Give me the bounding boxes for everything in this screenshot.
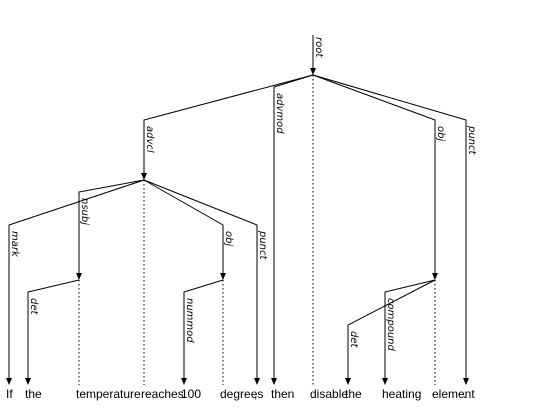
label-nsubj-2: nsubj <box>79 198 90 225</box>
arrow-advcl-3 <box>141 173 147 180</box>
label-obj-5: obj <box>223 231 234 246</box>
edge-advcl-3 <box>143 74 314 179</box>
arrow-punct-6 <box>254 378 260 385</box>
arrow-det-1 <box>25 378 31 385</box>
edge-obj-5 <box>143 179 224 279</box>
arrow-obj-5 <box>220 273 226 280</box>
token-6: , <box>254 387 257 401</box>
arrow-det-8 <box>345 378 351 385</box>
label-advmod-7: advmod <box>274 93 285 134</box>
root-arrow <box>310 68 316 75</box>
edge-punct-11 <box>312 74 467 384</box>
arrow-mark-0 <box>6 378 12 385</box>
token-0: If <box>6 387 13 401</box>
token-9: the <box>345 387 362 401</box>
edge-nummod-4 <box>183 279 224 384</box>
edge-nsubj-2 <box>78 179 145 279</box>
edge-det-1 <box>27 279 80 384</box>
edge-punct-6 <box>143 179 258 384</box>
arrow-nummod-4 <box>181 378 187 385</box>
arrow-nsubj-2 <box>76 273 82 280</box>
edge-det-8 <box>347 279 436 384</box>
edge-obj-10 <box>312 74 436 279</box>
label-nummod-4: nummod <box>184 298 195 343</box>
token-7: then <box>271 387 294 401</box>
label-det-8: det <box>348 331 359 349</box>
arrow-punct-11 <box>463 378 469 385</box>
token-11: element <box>432 387 475 401</box>
edge-mark-0 <box>8 179 145 384</box>
token-4: 100 <box>181 387 201 401</box>
label-mark-0: mark <box>9 231 20 258</box>
token-10: heating <box>382 387 421 401</box>
token-5: degrees <box>220 387 263 401</box>
token-1: the <box>25 387 42 401</box>
label-det-1: det <box>28 298 39 316</box>
token-3: reaches <box>141 387 184 401</box>
arrow-advmod-7 <box>271 378 277 385</box>
edge-compound-9 <box>384 279 436 384</box>
label-advcl-3: advcl <box>144 126 155 153</box>
token-2: temperature <box>76 387 141 401</box>
root-label: root <box>313 37 324 58</box>
token-12: . <box>463 387 466 401</box>
labels-layer: root mark det nsubj advcl nummod obj punct advmo… <box>9 37 477 351</box>
arrow-obj-10 <box>432 273 438 280</box>
arrow-compound-9 <box>382 378 388 385</box>
label-compound-9: compound <box>385 298 396 351</box>
label-punct-6: punct <box>257 230 268 261</box>
token-8: disable <box>310 387 348 401</box>
edges-layer <box>6 35 469 385</box>
label-punct-11: punct <box>466 125 477 156</box>
label-obj-10: obj <box>435 126 446 141</box>
edge-advmod-7 <box>273 74 314 384</box>
